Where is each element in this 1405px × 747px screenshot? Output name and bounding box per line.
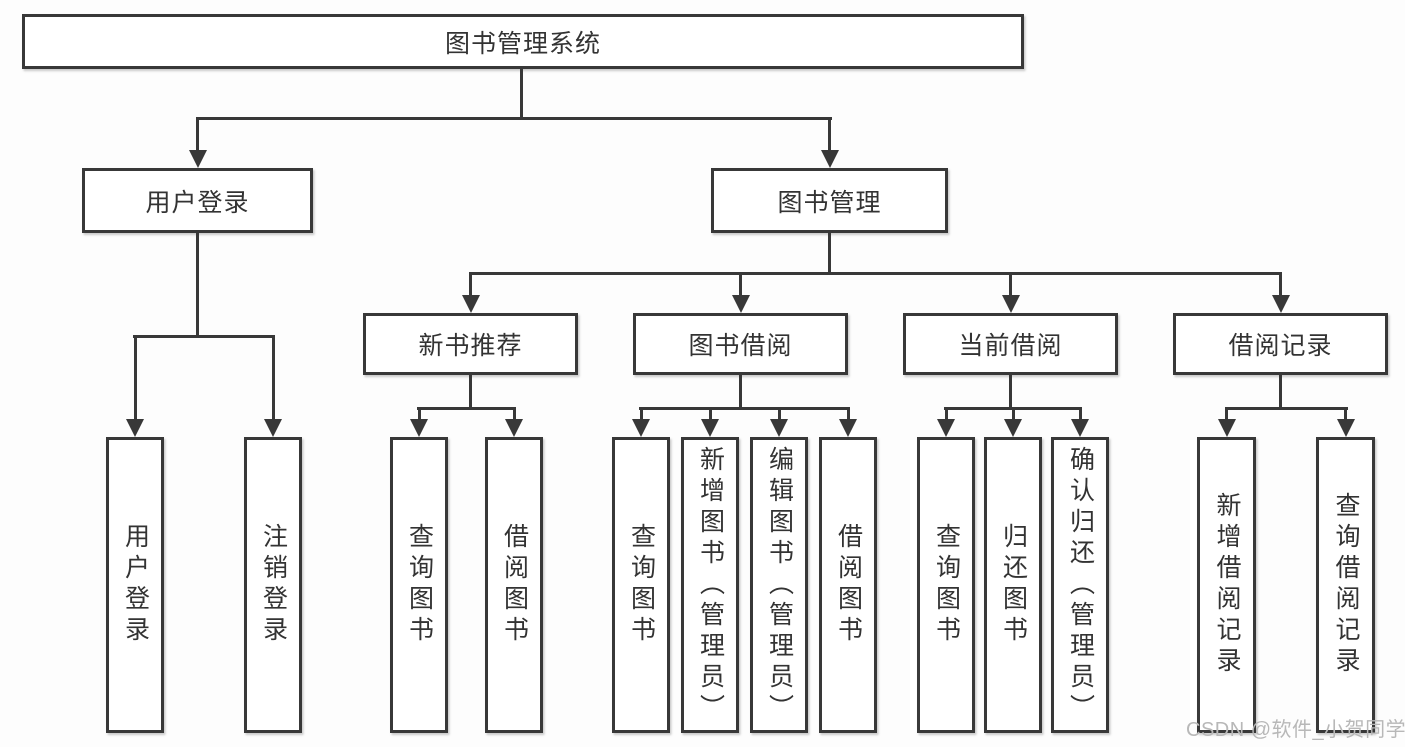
connector-line xyxy=(709,407,712,421)
connector-line xyxy=(847,407,850,421)
connector-line xyxy=(1009,272,1012,297)
leaf-user-login: 用户登录 xyxy=(106,437,164,733)
leaf-edit-books-admin: 编辑图书（管理员） xyxy=(750,437,808,733)
arrowhead xyxy=(937,419,955,437)
node-label: 用户登录 xyxy=(145,188,250,217)
node-label: 借阅图书 xyxy=(834,523,863,647)
connector-line xyxy=(469,272,472,297)
arrowhead xyxy=(821,150,839,168)
connector-line xyxy=(196,233,199,337)
leaf-add-books-admin: 新增图书（管理员） xyxy=(681,437,739,733)
node-label: 用户登录 xyxy=(121,523,150,647)
node-label: 归还图书 xyxy=(999,523,1028,647)
arrowhead xyxy=(1337,419,1355,437)
connector-line xyxy=(417,407,516,410)
node-label: 新增图书（管理员） xyxy=(696,445,725,725)
arrowhead xyxy=(770,419,788,437)
connector-line xyxy=(196,117,832,120)
connector-line xyxy=(272,335,275,421)
connector-line xyxy=(639,407,850,410)
leaf-query-books-3: 查询图书 xyxy=(917,437,975,733)
node-library-management-system: 图书管理系统 xyxy=(22,14,1024,69)
arrowhead xyxy=(410,419,428,437)
connector-line xyxy=(513,407,516,421)
node-label: 借阅图书 xyxy=(500,523,529,647)
connector-line xyxy=(418,407,421,421)
leaf-query-books-2: 查询图书 xyxy=(612,437,670,733)
watermark: CSDN @软件_小贺同学 xyxy=(1186,719,1405,741)
arrowhead xyxy=(264,419,282,437)
node-book-borrowing: 图书借阅 xyxy=(633,313,848,375)
arrowhead xyxy=(1272,295,1290,313)
connector-line xyxy=(1279,272,1282,297)
connector-line xyxy=(828,233,831,274)
node-label: 图书管理 xyxy=(777,188,882,217)
arrowhead xyxy=(1002,295,1020,313)
leaf-logout-login: 注销登录 xyxy=(244,437,302,733)
arrowhead xyxy=(701,419,719,437)
leaf-add-borrow-record: 新增借阅记录 xyxy=(1197,437,1256,733)
connector-line xyxy=(1344,407,1347,421)
connector-line xyxy=(1225,407,1228,421)
arrowhead xyxy=(632,419,650,437)
leaf-borrow-books: 借阅图书 xyxy=(485,437,543,733)
arrowhead xyxy=(839,419,857,437)
arrowhead xyxy=(462,295,480,313)
arrowhead xyxy=(732,295,750,313)
leaf-query-books: 查询图书 xyxy=(390,437,448,733)
node-label: 当前借阅 xyxy=(958,332,1063,360)
connector-line xyxy=(469,272,1282,275)
leaf-confirm-return-admin: 确认归还（管理员） xyxy=(1051,437,1109,733)
node-label: 新增借阅记录 xyxy=(1213,492,1241,678)
connector-line xyxy=(133,335,275,338)
node-label: 查询借阅记录 xyxy=(1332,492,1360,678)
node-label: 查询图书 xyxy=(405,523,434,647)
connector-line xyxy=(1225,407,1348,410)
node-user-login: 用户登录 xyxy=(82,168,313,233)
arrowhead xyxy=(1004,419,1022,437)
connector-line xyxy=(945,407,948,421)
node-label: 图书管理系统 xyxy=(444,29,601,58)
arrowhead xyxy=(1218,419,1236,437)
leaf-query-borrow-record: 查询借阅记录 xyxy=(1316,437,1375,733)
node-label: 编辑图书（管理员） xyxy=(765,445,794,725)
node-label: 确认归还（管理员） xyxy=(1066,445,1095,725)
connector-line xyxy=(134,335,137,421)
connector-line xyxy=(1009,375,1012,409)
node-label: 查询图书 xyxy=(627,523,656,647)
connector-line xyxy=(739,272,742,297)
connector-line xyxy=(196,117,199,153)
node-label: 图书借阅 xyxy=(688,332,793,360)
node-label: 注销登录 xyxy=(259,523,288,647)
node-new-book-recommendation: 新书推荐 xyxy=(363,313,578,375)
arrowhead xyxy=(189,150,207,168)
connector-line xyxy=(1079,407,1082,421)
arrowhead xyxy=(1071,419,1089,437)
connector-line xyxy=(469,375,472,409)
arrowhead xyxy=(505,419,523,437)
node-label: 新书推荐 xyxy=(418,332,523,360)
arrowhead xyxy=(126,419,144,437)
node-label: 查询图书 xyxy=(932,523,961,647)
node-label: 借阅记录 xyxy=(1228,332,1333,360)
connector-line xyxy=(1012,407,1015,421)
node-borrowing-records: 借阅记录 xyxy=(1173,313,1388,375)
connector-line xyxy=(828,117,831,153)
node-book-management: 图书管理 xyxy=(711,168,948,233)
leaf-return-books: 归还图书 xyxy=(984,437,1042,733)
node-current-borrowing: 当前借阅 xyxy=(903,313,1118,375)
connector-line xyxy=(739,375,742,409)
leaf-borrow-books-2: 借阅图书 xyxy=(819,437,877,733)
connector-line xyxy=(640,407,643,421)
connector-line xyxy=(520,68,523,120)
connector-line xyxy=(778,407,781,421)
connector-line xyxy=(1279,375,1282,409)
